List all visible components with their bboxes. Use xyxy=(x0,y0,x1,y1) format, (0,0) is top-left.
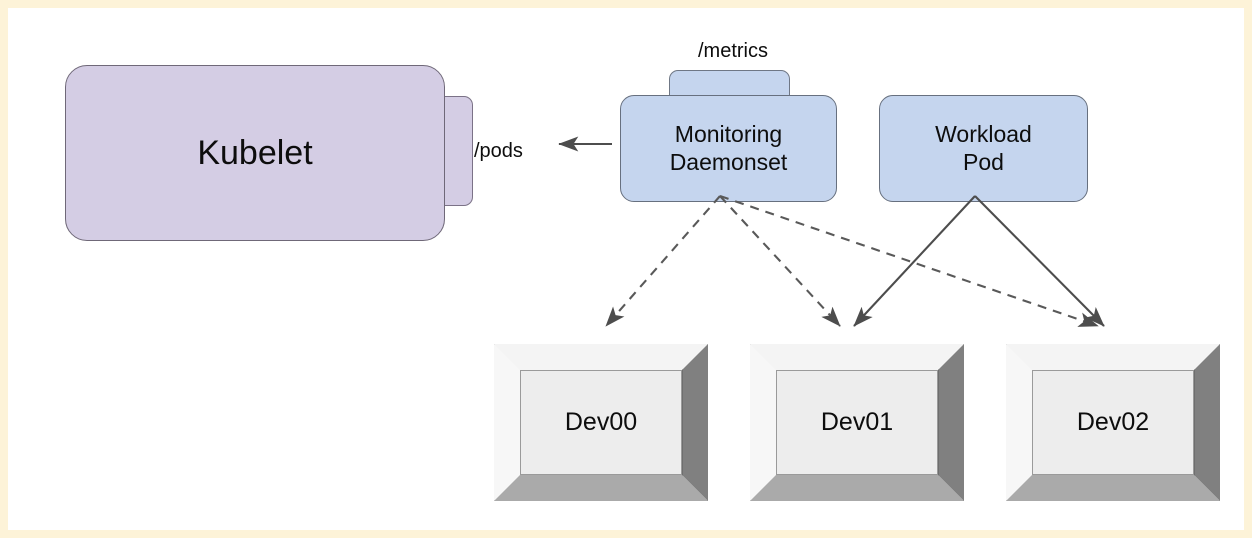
device-bevel-top xyxy=(1006,344,1220,370)
node-device-dev02[interactable]: Dev02 xyxy=(1006,344,1220,501)
node-workload-pod[interactable]: Workload Pod xyxy=(879,95,1088,202)
node-device-dev01[interactable]: Dev01 xyxy=(750,344,964,501)
device-bevel-right xyxy=(938,344,964,501)
device-label: Dev01 xyxy=(776,370,938,475)
kubelet-label: Kubelet xyxy=(197,133,313,172)
device-bevel-right xyxy=(682,344,708,501)
edge-monitoring-to-dev01 xyxy=(719,195,841,327)
edge-workload-to-dev02 xyxy=(974,195,1105,327)
workload-label-line2: Pod xyxy=(963,148,1004,175)
monitoring-label-line1: Monitoring xyxy=(674,121,783,148)
device-bevel-left xyxy=(750,344,776,501)
device-bevel-left xyxy=(494,344,520,501)
device-bevel-right xyxy=(1194,344,1220,501)
workload-label-line1: Workload xyxy=(935,121,1032,148)
node-kubelet[interactable]: Kubelet xyxy=(65,65,445,241)
device-label: Dev02 xyxy=(1032,370,1194,475)
metrics-endpoint-label: /metrics xyxy=(698,40,768,63)
device-bevel-bottom xyxy=(494,475,708,501)
device-bevel-bottom xyxy=(750,475,964,501)
device-bevel-top xyxy=(750,344,964,370)
edge-monitoring-to-dev02 xyxy=(719,195,1099,327)
device-bevel-left xyxy=(1006,344,1032,501)
device-bevel-bottom xyxy=(1006,475,1220,501)
node-device-dev00[interactable]: Dev00 xyxy=(494,344,708,501)
device-label: Dev00 xyxy=(520,370,682,475)
monitoring-label-line2: Daemonset xyxy=(669,148,788,175)
pods-endpoint-label: /pods xyxy=(474,140,523,163)
edge-monitoring-to-dev00 xyxy=(605,195,721,327)
device-bevel-top xyxy=(494,344,708,370)
edge-workload-to-dev01 xyxy=(853,195,976,327)
diagram-canvas: Kubelet /pods /metrics Monitoring Daemon… xyxy=(8,8,1244,530)
node-monitoring-daemonset[interactable]: Monitoring Daemonset xyxy=(620,95,837,202)
